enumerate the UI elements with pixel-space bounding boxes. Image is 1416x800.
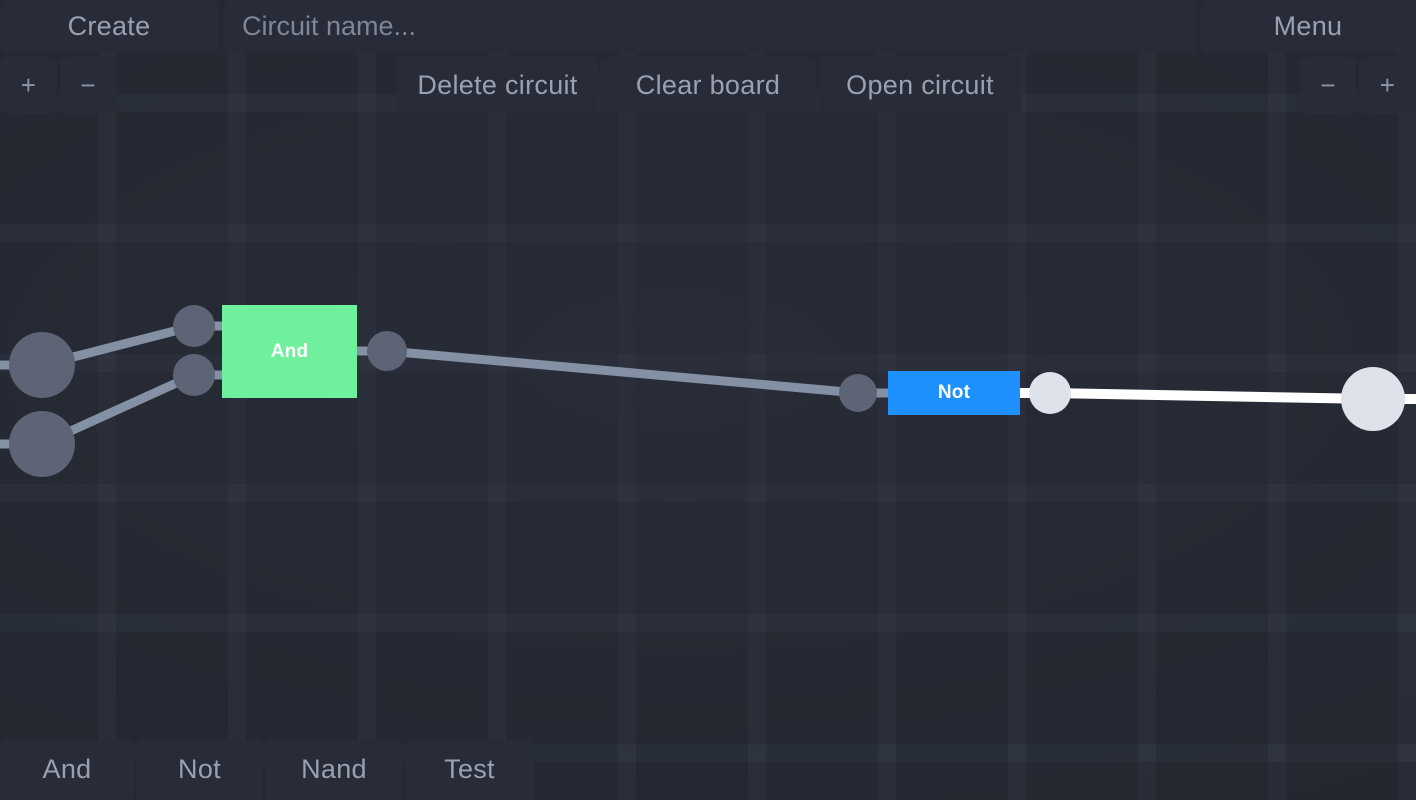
gate-and[interactable]: And: [222, 305, 357, 398]
palette-button-test[interactable]: Test: [405, 740, 534, 800]
input-node-a[interactable]: [9, 332, 75, 398]
top-toolbar: Create Menu + − Delete circuit Clear boa…: [0, 0, 1416, 115]
gate-not[interactable]: Not: [888, 371, 1020, 415]
delete-circuit-button[interactable]: Delete circuit: [397, 57, 598, 114]
gate-label: And: [270, 340, 309, 362]
not-output[interactable]: [1029, 372, 1071, 414]
output-node[interactable]: [1341, 367, 1405, 431]
palette-button-nand[interactable]: Nand: [265, 740, 403, 800]
and-input-bottom[interactable]: [173, 354, 215, 396]
input-node-b[interactable]: [9, 411, 75, 477]
gate-label: Not: [937, 382, 971, 403]
clear-board-button[interactable]: Clear board: [600, 57, 816, 114]
open-circuit-button[interactable]: Open circuit: [819, 57, 1021, 114]
create-button[interactable]: Create: [0, 0, 218, 53]
zoom-in-button[interactable]: +: [0, 57, 57, 114]
scale-up-button[interactable]: +: [1359, 57, 1416, 114]
circuit-name-input[interactable]: [224, 0, 1196, 53]
scale-down-button[interactable]: −: [1300, 57, 1356, 114]
not-input[interactable]: [839, 374, 877, 412]
palette-button-and[interactable]: And: [0, 740, 134, 800]
and-output[interactable]: [367, 331, 407, 371]
palette-button-not[interactable]: Not: [136, 740, 263, 800]
zoom-out-button[interactable]: −: [60, 57, 116, 114]
menu-button[interactable]: Menu: [1200, 0, 1416, 53]
and-input-top[interactable]: [173, 305, 215, 347]
